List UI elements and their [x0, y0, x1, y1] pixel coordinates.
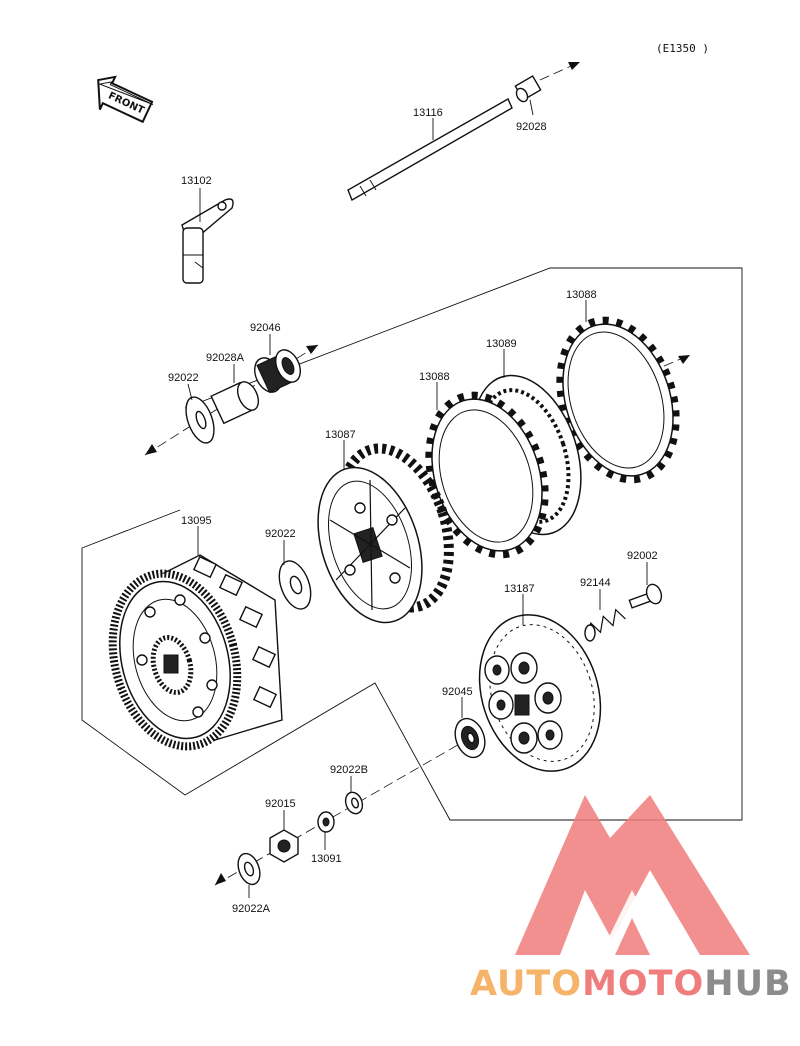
- automotohub-logo: AUTOMOTOHUB: [470, 795, 792, 1004]
- part-13088-friction-plate-front: [425, 391, 549, 559]
- part-labels: 13116 92028 13102 92046 92028A 92022 130…: [168, 107, 658, 915]
- label-92028: 92028: [516, 121, 547, 133]
- part-13088-friction-plate-rear: [556, 316, 680, 484]
- label-92028A: 92028A: [206, 352, 245, 364]
- part-13095-clutch-housing: [108, 554, 283, 751]
- label-13116: 13116: [413, 107, 443, 119]
- part-92022-washer-middle: [278, 560, 312, 610]
- logo-word-hub: HUB: [704, 964, 791, 1004]
- label-13088-rear: 13088: [566, 289, 597, 301]
- part-13102-release-lever: [181, 198, 234, 284]
- label-92022A: 92022A: [232, 903, 271, 915]
- label-13089: 13089: [486, 338, 517, 350]
- part-92022B-washer: [344, 791, 364, 815]
- assembly-outline: [81, 267, 743, 821]
- label-92022B: 92022B: [330, 764, 368, 776]
- part-92022A-lock-washer: [237, 852, 261, 886]
- label-13102: 13102: [181, 175, 212, 187]
- label-92045: 92045: [442, 686, 473, 698]
- part-13087-clutch-hub: [317, 443, 454, 624]
- part-13187-pressure-plate: [478, 614, 602, 772]
- part-92028A-sleeve: [210, 381, 260, 425]
- label-13091: 13091: [311, 853, 342, 865]
- label-92046: 92046: [250, 322, 281, 334]
- reference-code: (E1350 ): [656, 42, 709, 55]
- label-92002: 92002: [627, 550, 658, 562]
- label-13088-front: 13088: [419, 371, 450, 383]
- label-92022-upper: 92022: [168, 372, 199, 384]
- label-13095: 13095: [181, 515, 212, 527]
- part-13091-collar: [317, 811, 335, 833]
- logo-triangle-icon: [515, 795, 750, 955]
- leader-lines: [187, 99, 648, 898]
- label-92144: 92144: [580, 577, 611, 589]
- logo-wordmark: AUTOMOTOHUB: [470, 964, 792, 1004]
- logo-word-moto: MOTO: [582, 964, 704, 1004]
- front-arrow-icon: FRONT: [97, 75, 154, 124]
- part-92045-ball-bearing: [454, 717, 486, 759]
- part-92144-spring: [584, 608, 626, 642]
- part-92002-bolt: [628, 583, 663, 609]
- part-92022-washer-upper: [185, 396, 215, 444]
- part-92028-collar: [514, 75, 542, 103]
- label-92015: 92015: [265, 798, 296, 810]
- part-13116-pushrod: [347, 98, 513, 202]
- part-92015-nut: [269, 829, 299, 863]
- part-92046-needle-bearing: [254, 349, 301, 394]
- label-13187: 13187: [504, 583, 535, 595]
- label-92022-middle: 92022: [265, 528, 296, 540]
- logo-word-auto: AUTO: [470, 964, 582, 1004]
- label-13087: 13087: [325, 429, 356, 441]
